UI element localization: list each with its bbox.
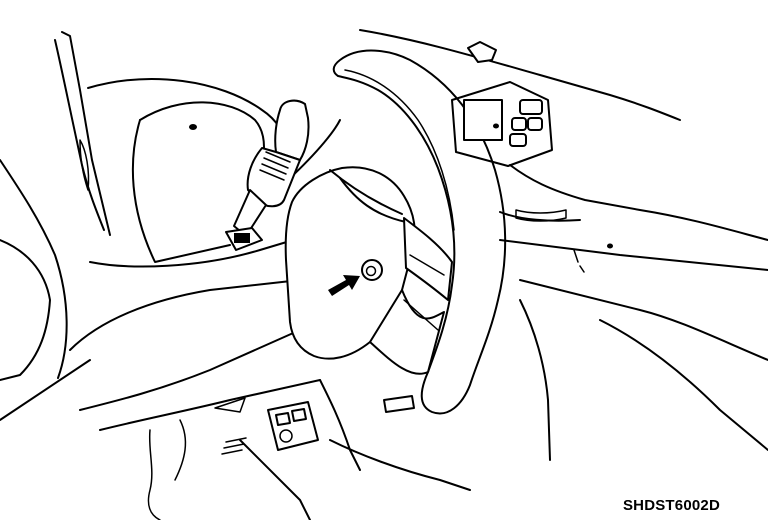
- wheel-rim-inner-edge: [344, 69, 455, 231]
- dash-dotted-seam: [573, 249, 585, 273]
- lower-console-left: [319, 379, 361, 471]
- console-switch-mid-right: [527, 117, 543, 131]
- airbag-bolt-inner: [365, 265, 377, 277]
- left-door-edge: [61, 31, 111, 236]
- console-switch-mid-left: [511, 117, 527, 131]
- sun-visor-clip: [467, 41, 497, 63]
- wheel-spoke-right: [403, 217, 453, 301]
- console-switch-top: [519, 99, 543, 115]
- airbag-seam: [329, 169, 403, 215]
- column-lower-edge: [99, 379, 321, 431]
- floor-console: [329, 439, 471, 491]
- left-dash-vent: [0, 239, 51, 381]
- overhead-console-outline: [451, 81, 553, 167]
- pointer-arrow: [328, 275, 360, 296]
- glovebox-lower: [519, 279, 768, 361]
- left-dash-outline: [0, 159, 68, 379]
- left-dash-lower: [0, 359, 91, 421]
- kick-panel: [239, 439, 311, 520]
- left-door-inner-edge: [54, 39, 105, 231]
- column-shroud: [69, 279, 301, 351]
- map-lamp-lens: [463, 99, 503, 141]
- column-shroud-lower: [79, 329, 301, 411]
- glovebox-edge: [499, 239, 768, 271]
- airbag-upper-seam: [339, 177, 407, 223]
- lower-switch-panel: [267, 401, 319, 451]
- wiper-stalk-tip: [274, 99, 310, 161]
- dash-screw: [607, 243, 613, 249]
- console-screw: [493, 123, 499, 129]
- hood-release-handle: [383, 395, 415, 413]
- door-handle-recess: [79, 139, 90, 191]
- right-dash-grab-handle: [515, 209, 567, 222]
- column-shroud-top: [89, 237, 301, 268]
- vent-grille: [221, 437, 247, 455]
- windshield-header: [359, 29, 681, 121]
- stalk-ribs: [259, 151, 291, 181]
- center-console-right: [519, 299, 551, 461]
- airbag-bolt-hole: [361, 259, 383, 281]
- cluster-face: [131, 119, 231, 263]
- lower-knob: [279, 429, 293, 443]
- right-dash-upper: [509, 164, 768, 241]
- wheel-spoke-lower: [369, 289, 445, 375]
- console-switch-bottom: [509, 133, 527, 147]
- lower-switch-1: [275, 412, 291, 426]
- right-dash-rib: [499, 211, 581, 222]
- wire-harness: [147, 429, 161, 520]
- wire-harness-2: [174, 419, 187, 481]
- dash-top-line: [287, 119, 341, 181]
- lower-switch-2: [291, 408, 307, 422]
- cluster-screw: [189, 124, 197, 130]
- figure-code-label: SHDST6002D: [622, 497, 720, 514]
- right-lower-panel: [599, 319, 768, 451]
- lower-panel-slot: [214, 397, 246, 413]
- stalk-base-shadow: [234, 233, 250, 243]
- spoke-detail: [403, 254, 445, 331]
